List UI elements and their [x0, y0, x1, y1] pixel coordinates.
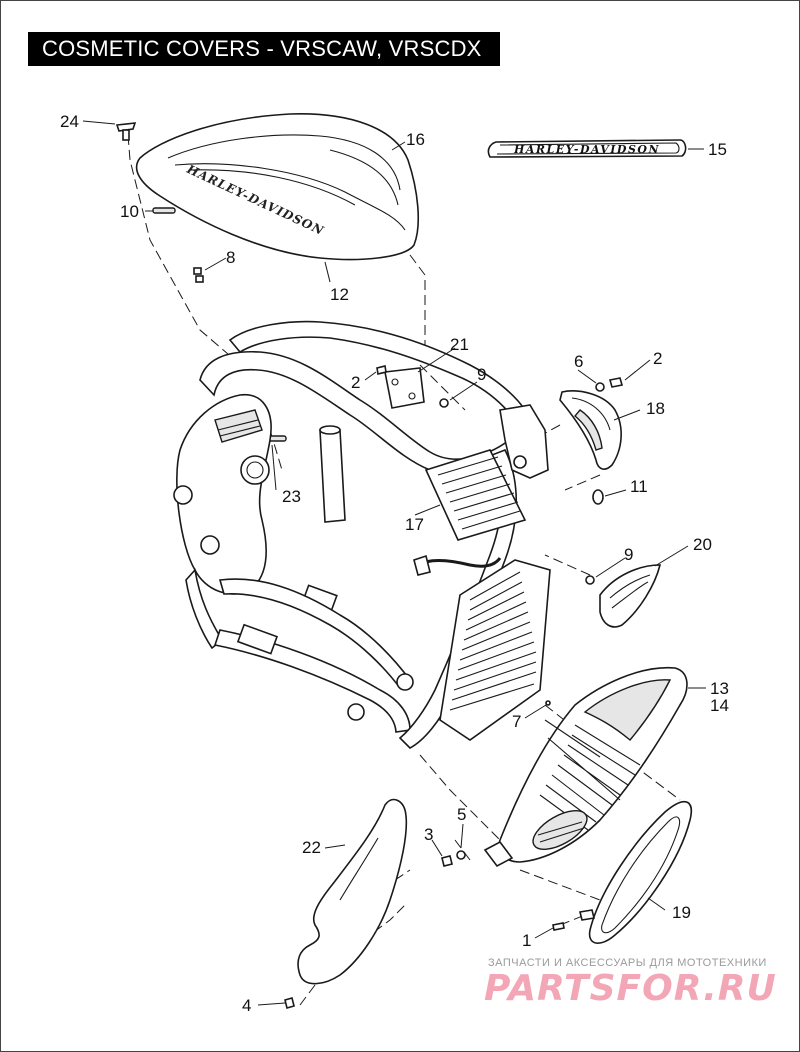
callout-2-right: 2 [653, 349, 662, 368]
callout-21: 21 [450, 335, 469, 354]
frame-grille [424, 449, 527, 541]
emblem-text: HARLEY-DAVIDSON [513, 143, 660, 156]
callout-5: 5 [457, 805, 466, 824]
fasteners-lower [441, 850, 466, 867]
callout-2-left: 2 [351, 373, 360, 392]
callout-20: 20 [693, 535, 712, 554]
fasteners-right [545, 377, 624, 706]
callout-12: 12 [330, 285, 349, 304]
tank-cover: HARLEY-DAVIDSON [135, 113, 420, 261]
watermark-caption: ЗАПЧАСТИ И АКСЕССУАРЫ ДЛЯ МОТОТЕХНИКИ [488, 957, 767, 969]
watermark-logo: PARTSFOR.RU [484, 968, 777, 1009]
callout-labels: 24 16 15 10 8 12 21 6 2 2 9 18 11 23 17 … [60, 112, 729, 1015]
callout-24: 24 [60, 112, 79, 131]
callout-14: 14 [710, 696, 729, 715]
harley-davidson-emblem: HARLEY-DAVIDSON [487, 139, 687, 158]
shroud-trim-19 [552, 800, 692, 944]
tank-fasteners [115, 122, 287, 442]
callout-8: 8 [226, 248, 235, 267]
callout-1: 1 [522, 931, 531, 950]
callout-7: 7 [512, 712, 521, 731]
callout-22: 22 [302, 838, 321, 857]
side-cover-18 [559, 390, 622, 470]
callout-10: 10 [120, 202, 139, 221]
leader-lines [82, 120, 706, 1006]
callout-9-top: 9 [477, 365, 486, 384]
callout-9-mid: 9 [624, 545, 633, 564]
radiator [347, 559, 551, 741]
callout-17: 17 [405, 515, 424, 534]
callout-19: 19 [672, 903, 691, 922]
callout-3: 3 [424, 825, 433, 844]
callout-15: 15 [708, 140, 727, 159]
callout-18: 18 [646, 399, 665, 418]
side-cover-20 [599, 564, 662, 628]
callout-23: 23 [282, 487, 301, 506]
callout-11: 11 [630, 477, 648, 496]
callout-13: 13 [710, 679, 729, 698]
callout-16: 16 [406, 130, 425, 149]
radiator-shroud [483, 666, 688, 868]
diagram-title: COSMETIC COVERS - VRSCAW, VRSCDX [28, 32, 500, 66]
chin-cover-22 [284, 798, 408, 1009]
callout-6: 6 [574, 352, 583, 371]
callout-4: 4 [242, 996, 251, 1015]
